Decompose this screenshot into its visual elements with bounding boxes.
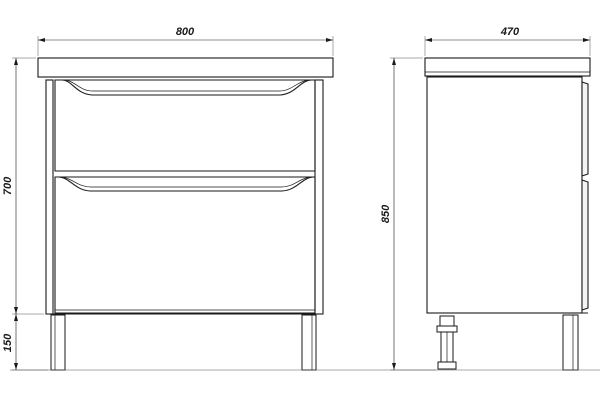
front-right-leg	[301, 314, 317, 371]
side-cabinet-body	[426, 76, 583, 314]
dim-side-total-height-label: 850	[380, 204, 392, 223]
front-view	[37, 57, 334, 371]
dim-front-body-height-label: 700	[2, 176, 14, 195]
side-countertop	[424, 57, 591, 77]
front-right-panel	[314, 79, 324, 315]
side-upper-drawer-front	[581, 81, 589, 177]
side-rear-leg	[562, 314, 579, 371]
dim-side-depth-label: 470	[500, 26, 520, 38]
dim-front-heights: 700 150	[2, 57, 48, 371]
front-lower-drawer	[54, 176, 316, 314]
dim-front-width-label: 800	[176, 26, 195, 38]
front-lower-drawer-handle	[57, 176, 315, 192]
side-adjustable-leg	[436, 315, 458, 370]
front-left-panel	[45, 79, 54, 315]
front-countertop	[37, 57, 334, 78]
dim-leg-height-label: 150	[2, 333, 14, 352]
dim-front-width: 800	[37, 26, 334, 56]
side-view	[424, 57, 591, 371]
front-upper-drawer	[54, 79, 316, 172]
front-left-leg	[50, 314, 66, 371]
dim-side-depth: 470	[424, 26, 591, 56]
front-upper-drawer-handle	[61, 79, 313, 96]
dim-side-height: 850	[380, 57, 436, 371]
side-lower-drawer-front	[581, 179, 589, 311]
